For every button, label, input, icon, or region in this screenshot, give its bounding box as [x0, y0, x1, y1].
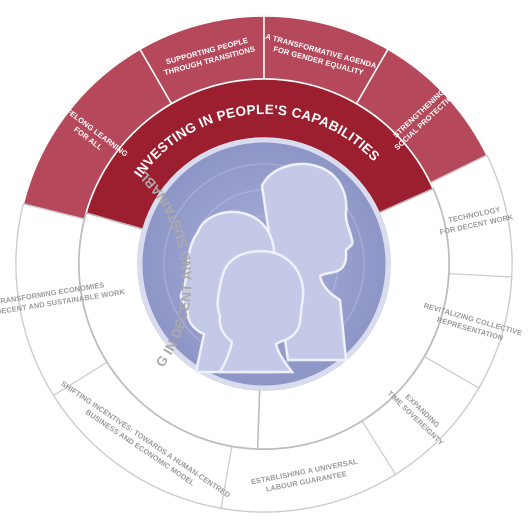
- three-people-silhouettes-icon: [179, 162, 354, 374]
